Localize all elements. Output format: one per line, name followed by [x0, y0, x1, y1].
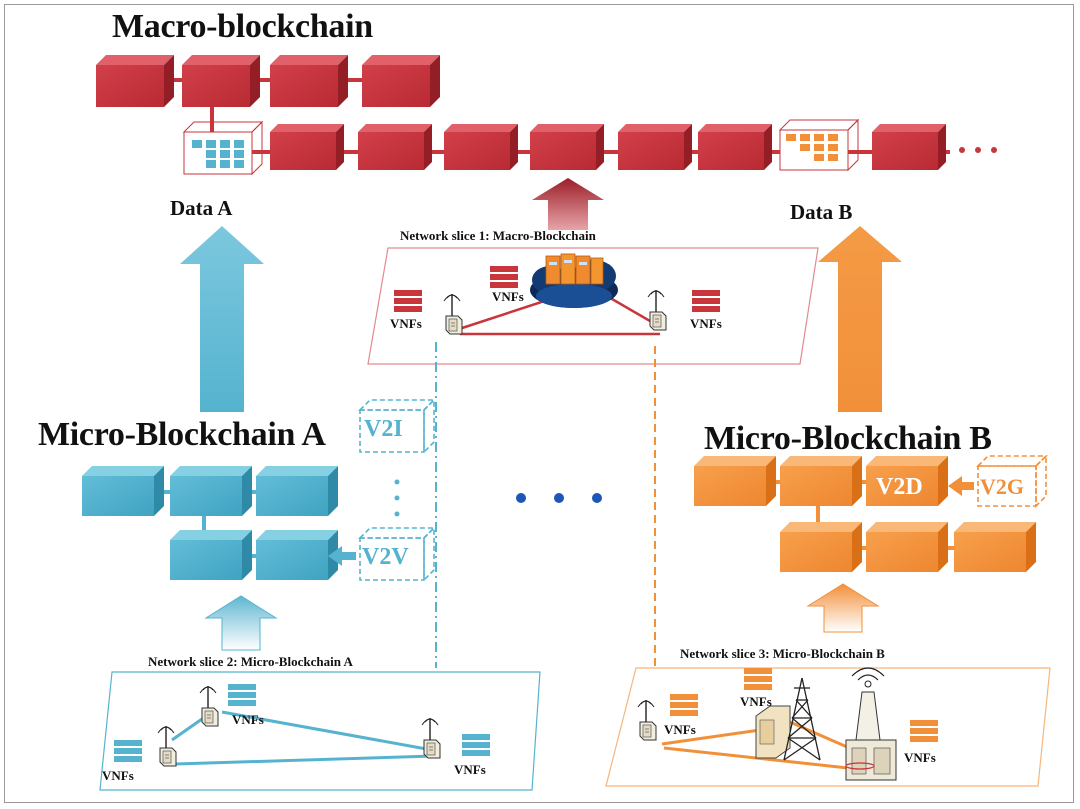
server-icon — [545, 253, 604, 285]
vnf-stack-icon — [228, 684, 256, 706]
antenna-tower-icon — [845, 667, 897, 781]
v2d-label: V2D — [876, 474, 923, 500]
vnf-stack-icon — [490, 266, 518, 288]
macro-block — [270, 55, 348, 107]
macro-block — [618, 124, 692, 170]
data-b-label: Data B — [790, 200, 853, 224]
network-slice-1 — [367, 247, 819, 365]
upload-arrow-b — [806, 583, 880, 633]
vnf-stack-icon — [670, 694, 698, 716]
v2i-label: V2I — [364, 416, 403, 442]
ellipsis-dot — [959, 147, 965, 153]
v2g-block — [976, 454, 1048, 508]
vnf-label: VNFs — [690, 316, 722, 331]
figure-frame — [4, 4, 1074, 803]
vnf-stack-icon — [744, 668, 772, 690]
charging-station-icon — [755, 705, 791, 759]
vnf-label: VNFs — [740, 694, 772, 709]
data-block-b — [778, 118, 860, 172]
slice-ellipsis-dot — [516, 493, 526, 503]
slice-1-label: Network slice 1: Macro-Blockchain — [400, 228, 596, 243]
vnf-stack-icon — [114, 740, 142, 762]
vnf-label: VNFs — [390, 316, 422, 331]
micro-block-b — [694, 456, 776, 506]
micro-blockchain-b-title: Micro-Blockchain B — [704, 420, 992, 457]
micro-block-b — [866, 522, 948, 572]
v2v-label: V2V — [362, 544, 409, 570]
v2g-label: V2G — [980, 474, 1024, 499]
micro-blockchain-a — [82, 398, 436, 582]
ellipsis-dot — [991, 147, 997, 153]
vertical-ellipsis-dot — [394, 495, 400, 501]
macro-block — [182, 55, 260, 107]
v2v-block — [358, 526, 436, 582]
micro-block-a — [82, 466, 164, 516]
vnf-label: VNFs — [232, 712, 264, 727]
micro-blockchain-b — [694, 454, 1048, 572]
slice-ellipsis-dot — [554, 493, 564, 503]
micro-block-b — [954, 522, 1036, 572]
arrow-left-v2v — [328, 546, 356, 566]
vnf-stack-icon — [910, 720, 938, 742]
tower-icon — [783, 677, 821, 761]
data-block-a — [182, 120, 264, 176]
micro-block-a — [170, 530, 252, 580]
macro-block — [698, 124, 772, 170]
macro-block — [362, 55, 440, 107]
macro-block — [358, 124, 432, 170]
arrow-up-a — [180, 226, 264, 412]
data-a-label: Data A — [170, 196, 233, 220]
vnf-label: VNFs — [904, 750, 936, 765]
arrow-left-v2g — [948, 476, 974, 496]
network-slice-3 — [605, 667, 1051, 787]
macro-block — [444, 124, 518, 170]
micro-blockchain-a-title: Micro-Blockchain A — [38, 416, 326, 453]
vnf-stack-icon — [394, 290, 422, 312]
slice-ellipsis-dot — [592, 493, 602, 503]
micro-block-a — [256, 466, 338, 516]
macro-block — [96, 55, 174, 107]
upload-arrow-macro — [532, 178, 604, 230]
macro-blockchain — [96, 55, 997, 176]
vnf-label: VNFs — [454, 762, 486, 777]
arrow-up-b — [818, 226, 902, 412]
vnf-label: VNFs — [664, 722, 696, 737]
slice-3-label: Network slice 3: Micro-Blockchain B — [680, 646, 885, 661]
macro-blockchain-title: Macro-blockchain — [112, 8, 373, 45]
micro-block-b — [780, 456, 862, 506]
macro-block — [872, 124, 946, 170]
vnf-label: VNFs — [492, 289, 524, 304]
micro-block-a — [170, 466, 252, 516]
slice-2-label: Network slice 2: Micro-Blockchain A — [148, 654, 353, 669]
macro-block — [270, 124, 344, 170]
micro-block-a — [256, 530, 338, 580]
upload-arrow-a — [204, 595, 278, 651]
vnf-stack-icon — [462, 734, 490, 756]
micro-block-b — [780, 522, 862, 572]
vertical-ellipsis-dot — [394, 479, 400, 485]
vnf-stack-icon — [692, 290, 720, 312]
vertical-ellipsis-dot — [394, 511, 400, 517]
vnf-label: VNFs — [102, 768, 134, 783]
macro-block — [530, 124, 604, 170]
network-slice-2 — [99, 671, 541, 791]
v2i-block — [358, 398, 436, 454]
ellipsis-dot — [975, 147, 981, 153]
